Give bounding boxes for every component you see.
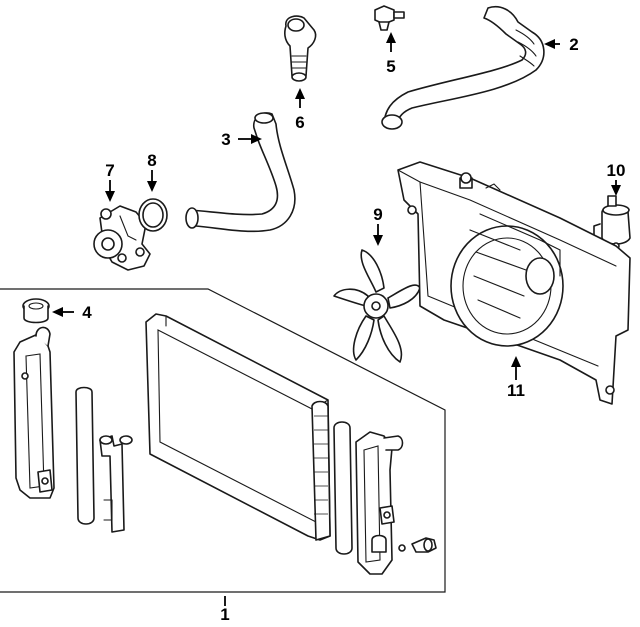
- left-side-pipe: [99, 435, 133, 533]
- left-tank-gasket: [75, 386, 95, 525]
- lower-radiator-hose: [185, 112, 296, 233]
- callout-9: 9: [373, 205, 382, 224]
- callout-7: 7: [105, 161, 114, 180]
- water-pump: [93, 205, 151, 271]
- drain-plug-part: [374, 5, 405, 31]
- callout-5: 5: [386, 57, 395, 76]
- callout-4: 4: [82, 303, 92, 322]
- arrowhead-11: [511, 356, 521, 367]
- arrowhead-10: [611, 185, 621, 196]
- radiator-cap: [22, 298, 50, 324]
- callout-8: 8: [147, 151, 156, 170]
- arrowhead-4: [52, 307, 63, 317]
- arrowhead-5: [386, 32, 396, 43]
- reservoir-hose-elbow: [284, 15, 317, 82]
- arrowhead-9: [373, 235, 383, 246]
- callout-leaders: [52, 32, 621, 606]
- callout-3: 3: [221, 130, 230, 149]
- radiator-drain-cock: [398, 537, 437, 553]
- left-radiator-tank: [13, 326, 55, 499]
- callout-labels: 1 2 3 4 5 6 7 8 9 10 11: [82, 35, 625, 624]
- arrowhead-2: [544, 39, 555, 49]
- fan-shroud: [397, 161, 631, 405]
- right-tank-gasket: [333, 421, 353, 555]
- radiator-assembly-outline: [0, 288, 446, 593]
- radiator-core: [145, 313, 331, 541]
- callout-1: 1: [220, 605, 229, 624]
- callout-11: 11: [507, 381, 525, 400]
- thermostat-gasket: [138, 198, 168, 232]
- right-radiator-tank: [355, 431, 404, 575]
- callout-6: 6: [295, 113, 304, 132]
- callout-2: 2: [569, 35, 578, 54]
- arrowhead-8: [147, 181, 157, 192]
- fan-motor: [593, 195, 631, 250]
- arrowhead-6: [295, 88, 305, 99]
- cooling-fan-blade: [333, 249, 421, 363]
- arrowhead-7: [105, 191, 115, 202]
- callout-10: 10: [607, 161, 626, 180]
- arrowhead-3: [251, 134, 262, 144]
- upper-radiator-hose: [381, 6, 545, 130]
